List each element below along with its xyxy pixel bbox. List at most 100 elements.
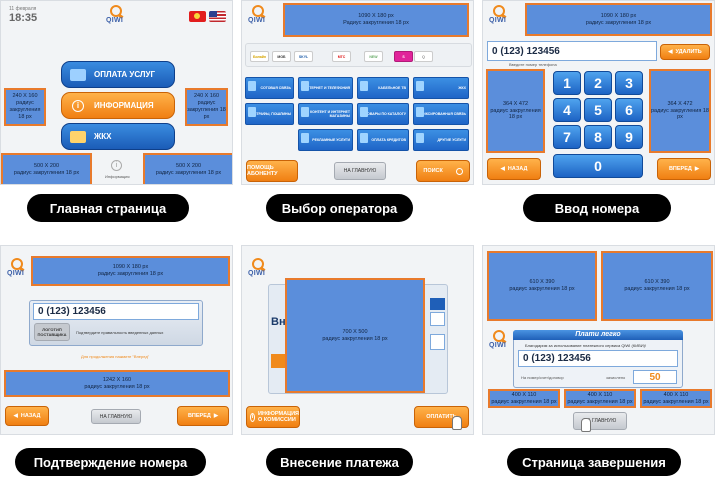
tile-zhkh[interactable]: ЖКХ <box>413 77 469 99</box>
forward-button[interactable]: ВПЕРЕД▶ <box>657 158 711 180</box>
logo-new[interactable]: NEW <box>364 51 383 62</box>
qiwi-logo: QIWI <box>246 258 272 280</box>
confirm-text: Подтвердите правильность введенных данны… <box>76 330 164 335</box>
caption-confirm-number: Подтверждение номера <box>15 448 206 476</box>
info-small-label: Информация <box>105 174 130 179</box>
key-4[interactable]: 4 <box>553 98 581 122</box>
information-button[interactable]: i ИНФОРМАЦИЯ <box>61 92 175 119</box>
qiwi-logo: QIWI <box>5 258 31 280</box>
phone-display: 0 (123) 123456 <box>33 303 199 320</box>
phone-input[interactable]: 0 (123) 123456 <box>487 41 657 61</box>
key-5[interactable]: 5 <box>584 98 612 122</box>
key-7[interactable]: 7 <box>553 125 581 149</box>
time-label: 18:35 <box>9 12 38 24</box>
tile-other[interactable]: ДРУГИЕ УСЛУГИ <box>413 129 469 151</box>
tile-fines[interactable]: ШТРАФЫ, ПОШЛИНЫ <box>245 103 294 125</box>
finish-header: Плати легко <box>513 330 683 340</box>
tile-internet[interactable]: ИНТЕРНЕТ И ТЕЛЕФОНИЯ <box>298 77 353 99</box>
qiwi-logo: QIWI <box>487 5 513 27</box>
flag-us-icon[interactable] <box>209 11 226 22</box>
key-2[interactable]: 2 <box>584 71 612 95</box>
logo-mob[interactable]: МОБ <box>272 51 291 62</box>
hand-pointer-icon <box>581 418 591 432</box>
caption-main: Главная страница <box>27 194 189 222</box>
arrow-left-icon: ◀ <box>13 413 18 419</box>
info-icon: i <box>72 99 84 112</box>
tile-content[interactable]: КОНТЕНТ И ИНТЕРНЕТ МАГАЗИНЫ <box>298 103 353 125</box>
provider-logo: ЛОГОТИП ПОСТАВЩИКА <box>34 323 70 341</box>
key-3[interactable]: 3 <box>615 71 643 95</box>
form-bar-3 <box>430 334 445 350</box>
logo-beeline[interactable]: Билайн <box>250 51 269 62</box>
caption-operator: Выбор оператора <box>266 194 413 222</box>
credited-suffix: зачислено <box>606 375 626 380</box>
zhkh-button[interactable]: ЖКХ <box>61 123 175 150</box>
forward-button[interactable]: ВПЕРЕД▶ <box>177 406 229 426</box>
search-icon <box>455 167 463 175</box>
house-icon <box>70 130 86 143</box>
delete-button[interactable]: ◀УДАЛИТЬ <box>660 44 710 60</box>
logo-skylink[interactable]: SKYL <box>294 51 313 62</box>
tile-credits[interactable]: ОПЛАТА КРЕДИТОВ <box>357 129 409 151</box>
commission-info-button[interactable]: i ИНФОРМАЦИЯ О КОМИССИИ <box>246 406 300 428</box>
arrow-right-icon: ▶ <box>213 413 219 419</box>
tile-mobile[interactable]: СОТОВАЯ СВЯЗЬ <box>245 77 294 99</box>
logo-q[interactable]: Q <box>414 51 433 62</box>
caption-payment: Внесение платежа <box>266 448 413 476</box>
help-subscriber-button[interactable]: ПОМОЩЬ АБОНЕНТУ <box>246 160 298 182</box>
amount-display: 50 <box>633 370 677 384</box>
screen-main: 11 февраля 18:35 QIWI ОПЛАТА УСЛУГ i ИНФ… <box>0 0 233 185</box>
back-button[interactable]: ◀НАЗАД <box>5 406 49 426</box>
back-button[interactable]: ◀НАЗАД <box>487 158 541 180</box>
key-1[interactable]: 1 <box>553 71 581 95</box>
tile-ads[interactable]: РЕКЛАМНЫЕ УСЛУГИ <box>298 129 353 151</box>
credited-label: На номер/счет/договор <box>521 375 564 380</box>
continue-note: Для продолжения нажмите "Вперед" <box>81 354 150 359</box>
tile-catalog[interactable]: ТОВАРЫ ПО КАТАЛОГУ <box>357 103 409 125</box>
form-bar-1 <box>430 298 445 310</box>
thanks-text: Благодарим за использование платежного с… <box>525 343 647 348</box>
form-bar-4 <box>271 354 287 368</box>
home-button[interactable]: НА ГЛАВНУЮ <box>334 162 386 180</box>
search-button[interactable]: ПОИСК <box>416 160 470 182</box>
key-6[interactable]: 6 <box>615 98 643 122</box>
hand-pointer-icon <box>452 416 462 430</box>
logo-s[interactable]: S <box>394 51 413 62</box>
tile-fixed-line[interactable]: ФИКСИРОВАННАЯ СВЯЗЬ <box>413 103 469 125</box>
info-icon: i <box>250 412 256 422</box>
phone-hint: Введите номер телефона <box>509 62 557 67</box>
key-8[interactable]: 8 <box>584 125 612 149</box>
wallet-icon <box>70 68 86 81</box>
qiwi-logo: QIWI <box>487 330 513 352</box>
arrow-left-icon: ◀ <box>668 49 673 55</box>
key-0[interactable]: 0 <box>553 154 643 178</box>
logo-mts[interactable]: МТС <box>332 51 351 62</box>
arrow-right-icon: ▶ <box>694 166 700 172</box>
caption-finish: Страница завершения <box>507 448 681 476</box>
pay-services-button[interactable]: ОПЛАТА УСЛУГ <box>61 61 175 88</box>
info-small-icon[interactable]: i <box>111 160 122 171</box>
tile-cable-tv[interactable]: КАБЕЛЬНОЕ ТВ <box>357 77 409 99</box>
key-9[interactable]: 9 <box>615 125 643 149</box>
home-button[interactable]: НА ГЛАВНУЮ <box>91 409 141 424</box>
flag-kg-icon[interactable] <box>189 11 206 22</box>
